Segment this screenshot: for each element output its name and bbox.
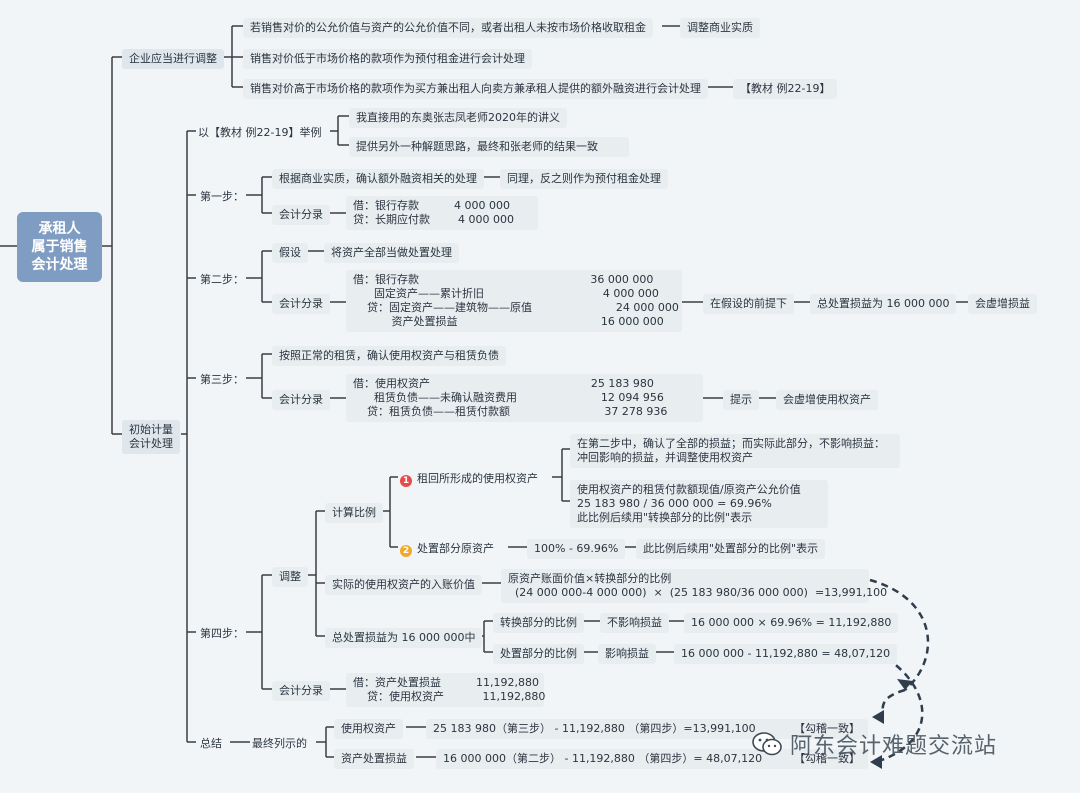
step4-ratio-disposal-label: 处置部分原资产 [417, 542, 494, 555]
adjust-item-financing: 销售对价高于市场价格的款项作为买方兼出租人向卖方兼承租人提供的额外融资进行会计处… [243, 79, 708, 99]
step4-label: 第四步： [200, 627, 244, 640]
summary-rou-check: 【勾稽一致】 [794, 722, 860, 735]
summary-gain-calc: 16 000 000（第二步） - 11,192,880 （第四步）= 48,0… [436, 749, 868, 769]
step3-label: 第三步： [200, 373, 244, 386]
tree-connectors [0, 25, 968, 758]
step4-ratio-rou-note-b: 使用权资产的租赁付款额现值/原资产公允价值 25 183 980 / 36 00… [570, 480, 828, 528]
step2-chain-assumption: 在假设的前提下 [703, 294, 794, 314]
arrowhead-rou [872, 710, 884, 724]
adjust-item-prepaid: 销售对价低于市场价格的款项作为预付租金进行会计处理 [243, 49, 532, 69]
watermark: 阿东会计难题交流站 [752, 728, 997, 760]
arrowhead-mid [897, 679, 913, 690]
root-node: 承租人 属于销售 会计处理 [17, 212, 102, 282]
step1-substance-note: 同理，反之则作为预付租金处理 [500, 169, 668, 189]
step4-disp-ratio: 处置部分的比例 [493, 644, 584, 664]
example-label: 以【教材 例22-19】举例 [198, 126, 322, 139]
summary-final: 最终列示的 [252, 737, 307, 750]
step4-actual-rou-calc: 原资产账面价值×转换部分的比例 (24 000 000-4 000 000) ×… [501, 569, 887, 603]
step2-chain-total-gain: 总处置损益为 16 000 000 [810, 294, 957, 314]
arrowhead-gain [870, 755, 882, 769]
summary-gain-label: 资产处置损益 [334, 749, 414, 769]
number-badge-1: 1 [400, 475, 412, 487]
summary-gain-calc-text: 16 000 000（第二步） - 11,192,880 （第四步）= 48,0… [443, 752, 763, 765]
wechat-icon [752, 732, 782, 756]
step2-entry-label: 会计分录 [272, 294, 330, 314]
step2-assume: 假设 [272, 243, 308, 263]
step4-conv-ratio: 转换部分的比例 [493, 613, 584, 633]
step3-normal-lease: 按照正常的租赁，确认使用权资产与租赁负债 [272, 346, 506, 366]
adjust-item-note-example: 【教材 例22-19】 [733, 79, 838, 99]
step2-label: 第二步： [200, 273, 244, 286]
adjust-item-fair-value: 若销售对价的公允价值与资产的公允价值不同，或者出租人未按市场价格收取租金 [243, 18, 653, 38]
step3-entry-label: 会计分录 [272, 390, 330, 410]
step3-entry: 借：使用权资产 25 183 980 租赁负债——未确认融资费用 12 094 … [346, 374, 703, 422]
step2-entry: 借：银行存款 36 000 000 固定资产——累计折旧 4 000 000 贷… [346, 270, 682, 332]
step1-label: 第一步： [200, 190, 244, 203]
arrow-gain-link [875, 650, 924, 764]
example-item-alternative: 提供另外一种解题思路，最终和张老师的结果一致 [349, 137, 629, 157]
step4-adjust: 调整 [272, 567, 308, 587]
step4-ratio-disposal: 2 处置部分原资产 [398, 539, 496, 560]
step4-conv-effect: 不影响损益 [600, 613, 669, 633]
step3-chain-tip: 提示 [723, 390, 759, 410]
example-item-source: 我直接用的东奥张志凤老师2020年的讲义 [349, 108, 567, 128]
step2-assume-note: 将资产全部当做处置处理 [324, 243, 459, 263]
step4-ratio-rou: 1 租回所形成的使用权资产 [398, 469, 540, 490]
adjust-item-note-substance: 调整商业实质 [680, 18, 760, 38]
step1-substance: 根据商业实质，确认额外融资相关的处理 [272, 169, 484, 189]
summary-rou-label: 使用权资产 [334, 719, 403, 739]
step4-ratio-disposal-calc: 100% - 69.96% [527, 539, 626, 559]
step4-entry: 借：资产处置损益 11,192,880 贷：使用权资产 11,192,880 [346, 673, 545, 707]
arrow-heads [870, 679, 913, 769]
step4-disp-effect: 影响损益 [598, 644, 656, 664]
step4-disp-calc: 16 000 000 - 11,192,880 = 48,07,120 [674, 644, 898, 664]
summary-gain-check: 【勾稽一致】 [794, 752, 860, 765]
step4-ratio-rou-label: 租回所形成的使用权资产 [417, 472, 538, 485]
number-badge-2: 2 [400, 545, 412, 557]
step2-chain-overstated: 会虚增损益 [968, 294, 1037, 314]
step1-entry-label: 会计分录 [272, 205, 330, 225]
step4-total-gain-label: 总处置损益为 16 000 000中 [325, 628, 483, 648]
branch-initial-measurement: 初始计量 会计处理 [122, 420, 180, 454]
watermark-text: 阿东会计难题交流站 [790, 734, 998, 759]
step4-conv-calc: 16 000 000 × 69.96% = 11,192,880 [684, 613, 899, 633]
step1-entry: 借：银行存款 4 000 000 贷：长期应付款 4 000 000 [346, 196, 538, 230]
summary-label: 总结 [200, 737, 222, 750]
step4-entry-label: 会计分录 [272, 681, 330, 701]
step4-actual-rou-label: 实际的使用权资产的入账价值 [325, 575, 482, 595]
step4-ratio-disposal-note: 此比例后续用"处置部分的比例"表示 [636, 539, 826, 559]
step4-ratio-rou-note-a: 在第二步中，确认了全部的损益；而实际此部分，不影响损益： 冲回影响的损益，并调整… [570, 434, 900, 468]
summary-rou-calc-text: 25 183 980（第三步） - 11,192,880 （第四步）=13,99… [433, 722, 756, 735]
step4-ratio-label: 计算比例 [325, 503, 383, 523]
branch-adjust: 企业应当进行调整 [122, 49, 224, 69]
step3-chain-overstated-rou: 会虚增使用权资产 [776, 390, 878, 410]
